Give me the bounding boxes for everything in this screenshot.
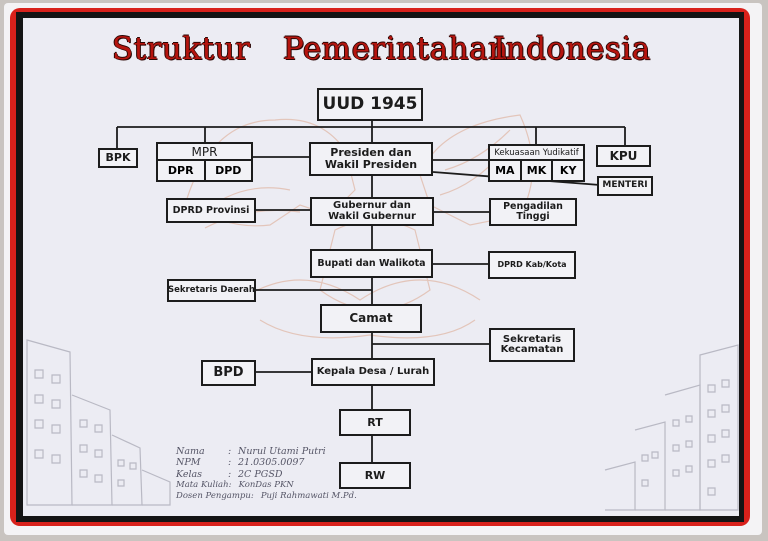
node-bupati-walikota: Bupati dan Walikota	[310, 249, 433, 278]
author-info-row: Nama : Nurul Utami Putri	[176, 446, 376, 457]
title-word-2: Pemerintahan	[283, 31, 509, 67]
node-rt: RT	[339, 409, 411, 436]
node-dprd-provinsi: DPRD Provinsi	[166, 198, 256, 223]
node-bpk: BPK	[98, 148, 138, 168]
author-info-label: Kelas	[176, 468, 203, 480]
author-info-separator: :	[228, 457, 232, 469]
title-word-3: Indonesia	[493, 31, 651, 67]
author-info-label: NPM	[176, 457, 201, 469]
node-sekcam-line2: Kecamatan	[500, 344, 564, 355]
node-pengadilan-line2: Tinggi	[516, 211, 550, 222]
author-info-separator: :	[250, 491, 254, 502]
author-info-separator: :	[228, 468, 232, 480]
node-uud-1945: UUD 1945	[317, 88, 423, 121]
author-info-value: KonDas PKN	[238, 479, 294, 490]
author-info-label: Nama	[176, 446, 205, 457]
kekuasaan-members: MA MK KY	[488, 159, 585, 182]
author-info-separator: :	[228, 479, 232, 490]
author-info-row: NPM : 21.0305.0097	[176, 457, 376, 468]
mpr-members: DPR DPD	[156, 159, 253, 182]
author-info-row: Kelas : 2C PGSD	[176, 469, 376, 480]
author-info-label: Mata Kuliah	[176, 479, 229, 490]
connector-lines	[116, 121, 626, 462]
node-gubernur-line2: Wakil Gubernur	[328, 210, 416, 222]
author-info-row: Mata Kuliah : KonDas PKN	[176, 480, 376, 491]
node-presiden: Presiden dan Wakil Presiden	[309, 142, 433, 176]
node-presiden-line2: Wakil Presiden	[324, 158, 418, 171]
node-menteri: MENTERI	[597, 176, 653, 196]
right-buildings-sketch	[604, 344, 739, 511]
node-camat: Camat	[320, 304, 422, 333]
node-mk: MK	[519, 161, 552, 180]
node-ky: KY	[551, 161, 583, 180]
node-mpr-group: MPR DPR DPD	[156, 142, 253, 182]
node-sekcam-line1: Sekretaris	[502, 333, 562, 345]
node-dpr: DPR	[167, 164, 194, 177]
author-info-value: 21.0305.0097	[238, 457, 305, 469]
node-kekuasaan-yudikatif: Kekuasaan Yudikatif	[488, 144, 585, 159]
left-buildings-sketch	[26, 339, 171, 506]
node-gubernur: Gubernur dan Wakil Gubernur	[310, 197, 434, 226]
node-ma: MA	[495, 164, 515, 177]
author-info-separator: :	[228, 446, 232, 457]
node-kepala-desa-lurah: Kepala Desa / Lurah	[311, 358, 435, 386]
author-info-row: Dosen Pengampu : Puji Rahmawati M.Pd.	[176, 491, 376, 502]
title-word-1: Struktur	[112, 31, 251, 67]
node-bpd: BPD	[201, 360, 256, 386]
node-dprd-kab-kota: DPRD Kab/Kota	[488, 251, 576, 279]
author-info-label: Dosen Pengampu	[176, 491, 251, 502]
node-presiden-line1: Presiden dan	[330, 146, 412, 160]
author-info-block: Nama : Nurul Utami Putri NPM : 21.0305.0…	[176, 446, 376, 502]
node-rw: RW	[339, 462, 411, 489]
node-sekretaris-daerah: Sekretaris Daerah	[167, 279, 256, 302]
node-kekuasaan-group: Kekuasaan Yudikatif MA MK KY	[488, 144, 585, 182]
author-info-value: Nurul Utami Putri	[238, 446, 326, 457]
author-info-value: 2C PGSD	[238, 468, 283, 480]
node-sekretaris-kecamatan: Sekretaris Kecamatan	[489, 328, 575, 362]
node-pengadilan-tinggi: Pengadilan Tinggi	[489, 198, 577, 226]
node-gubernur-line1: Gubernur dan	[333, 200, 411, 211]
node-pengadilan-line1: Pengadilan	[503, 201, 563, 213]
node-kpu: KPU	[596, 145, 651, 167]
node-mpr: MPR	[156, 142, 253, 159]
node-dpd: DPD	[203, 161, 252, 180]
author-info-value: Puji Rahmawati M.Pd.	[260, 491, 357, 502]
